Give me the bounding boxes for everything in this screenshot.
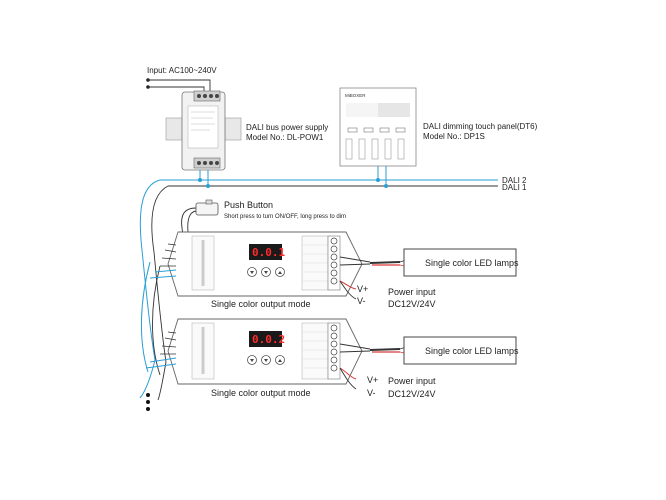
controller-2-power-title: Power input <box>388 376 436 386</box>
dali-2-label: DALI 2 <box>502 176 527 185</box>
controller-1-vminus: V- <box>357 296 366 306</box>
touch-panel-model: Model No.: DP1S <box>423 132 485 141</box>
power-supply-name: DALI bus power supply <box>246 123 328 132</box>
lamp-1-label: Single color LED lamps <box>425 258 519 268</box>
controller-2-vplus: V+ <box>367 375 378 385</box>
controller-1-display: 0.0.1 <box>252 246 285 259</box>
push-button-desc: Short press to turn ON/OFF, long press t… <box>224 214 346 220</box>
power-supply-model: Model No.: DL-POW1 <box>246 133 324 142</box>
controller-2-vminus: V- <box>367 388 376 398</box>
push-button-title: Push Button <box>224 200 273 210</box>
ac-input-label: Input: AC100~240V <box>147 66 217 75</box>
controller-1-power-title: Power input <box>388 287 436 297</box>
controller-1-power-spec: DC12V/24V <box>388 299 436 309</box>
controller-1: 0.0.1 V+ V- Power input DC12V/24V Single <box>149 231 436 309</box>
lamp-2: Single color LED lamps <box>399 336 519 365</box>
touch-panel-brand: MiBOXER <box>345 93 366 98</box>
touch-panel-name: DALI dimming touch panel(DT6) <box>423 122 538 131</box>
controller-2-power-spec: DC12V/24V <box>388 389 436 399</box>
push-button: Push Button Short press to turn ON/OFF, … <box>181 199 346 245</box>
lamp-1: Single color LED lamps <box>399 248 519 277</box>
controller-2: 0.0.2 V+ V- Power input DC12V/24V Single <box>145 318 436 399</box>
dali-bus-lines <box>139 166 498 401</box>
controller-1-mode: Single color output mode <box>211 299 311 309</box>
lamp-2-label: Single color LED lamps <box>425 346 519 356</box>
dali-touch-panel: MiBOXER DALI dimming touch panel(DT6) Mo… <box>339 87 538 167</box>
controller-1-vplus: V+ <box>357 284 368 294</box>
dali-1-label: DALI 1 <box>502 183 527 192</box>
controller-2-mode: Single color output mode <box>211 388 311 398</box>
dali-power-supply: DALI bus power supply Model No.: DL-POW1 <box>165 90 328 171</box>
continuation-dots <box>146 393 150 411</box>
ac-input: Input: AC100~240V <box>146 66 217 92</box>
controller-2-display: 0.0.2 <box>252 333 285 346</box>
